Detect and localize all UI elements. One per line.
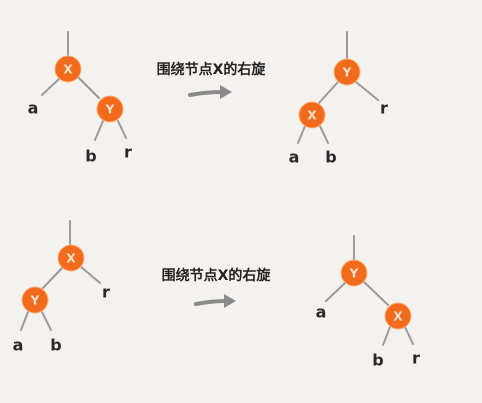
- node-y-label: Y: [30, 294, 40, 308]
- edge-x-r: [79, 265, 101, 284]
- node-y-label: Y: [105, 103, 115, 117]
- leaf-a: a: [28, 99, 39, 118]
- node-x-label: X: [66, 252, 76, 266]
- node-x: X: [384, 302, 412, 330]
- tree-top-left: X Y a b r: [28, 31, 132, 166]
- edge-y-r: [117, 120, 127, 139]
- node-x-label: X: [393, 310, 403, 324]
- edge-x-a: [297, 125, 306, 144]
- node-x-label: X: [63, 63, 73, 77]
- leaf-b: b: [325, 148, 336, 167]
- node-y: Y: [340, 259, 368, 287]
- edge-y-x: [318, 81, 339, 104]
- leaf-r: r: [412, 349, 420, 368]
- arrow-top-icon: [188, 85, 232, 99]
- leaf-a: a: [316, 303, 327, 322]
- leaf-r: r: [124, 143, 132, 162]
- node-x: X: [57, 244, 85, 272]
- node-y: Y: [21, 286, 49, 314]
- leaf-b: b: [372, 351, 383, 370]
- node-y-label: Y: [342, 66, 352, 80]
- tree-bottom-left: X Y a b r: [13, 220, 110, 355]
- edge-x-b: [319, 125, 329, 144]
- leaf-a: a: [289, 148, 300, 167]
- edge-x-y: [76, 75, 100, 99]
- caption-top: 围绕节点X的右旋: [157, 61, 267, 78]
- edge-y-x: [362, 280, 389, 306]
- edge-y-b: [41, 311, 52, 331]
- edge-y-a: [325, 282, 346, 302]
- node-x: X: [298, 101, 326, 129]
- leaf-b: b: [85, 147, 96, 166]
- arrow-bottom-icon: [194, 294, 236, 308]
- caption-bottom: 围绕节点X的右旋: [162, 267, 272, 284]
- leaf-r: r: [380, 99, 388, 118]
- node-x-label: X: [307, 109, 317, 123]
- node-y: Y: [96, 95, 124, 123]
- leaf-r: r: [102, 283, 110, 302]
- tree-top-right: Y X a b r: [289, 31, 388, 167]
- edge-x-a: [41, 77, 61, 96]
- edge-x-y: [41, 267, 63, 290]
- edge-y-r: [355, 81, 379, 101]
- leaf-a: a: [13, 336, 24, 355]
- node-y-label: Y: [349, 267, 359, 281]
- edge-x-r: [404, 326, 414, 345]
- node-x: X: [54, 55, 82, 83]
- edge-x-b: [382, 326, 391, 346]
- edge-y-b: [94, 120, 104, 141]
- tree-bottom-right: Y X a b r: [316, 235, 420, 370]
- edge-y-a: [20, 311, 29, 331]
- leaf-b: b: [50, 336, 61, 355]
- node-y: Y: [333, 58, 361, 86]
